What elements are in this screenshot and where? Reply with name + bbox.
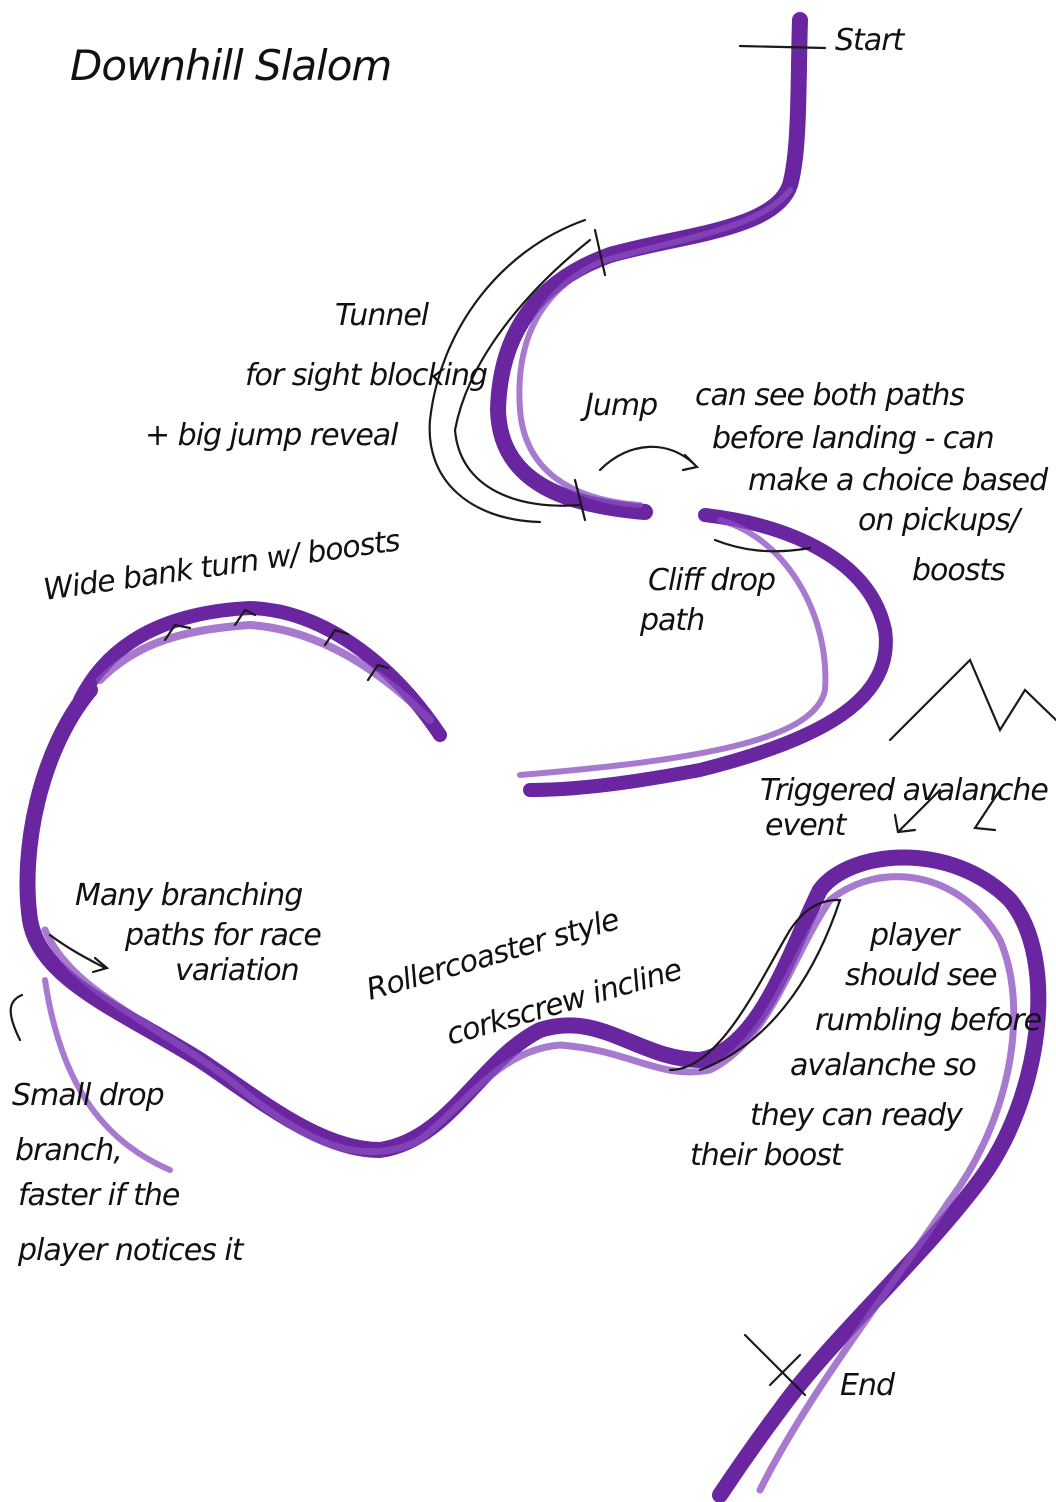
avalanche-note-1: Triggered avalanche: [760, 773, 1048, 808]
bank-note: Wide bank turn w/ boosts: [41, 523, 402, 608]
branching-note-1: Many branching: [75, 878, 302, 913]
choice-note-2: before landing - can: [712, 421, 994, 456]
branching-note-2: paths for race: [124, 918, 321, 953]
end-marker: [743, 1333, 807, 1397]
start-line: [738, 44, 827, 50]
branching-note-3: variation: [175, 953, 299, 988]
corkscrew-outline: [668, 898, 842, 1072]
track-upper-shadow: [516, 187, 793, 508]
track-upper: [490, 12, 808, 520]
choice-note-1: can see both paths: [695, 378, 964, 413]
rumbling-note-1: player: [869, 918, 961, 953]
choice-note-4: on pickups/: [858, 503, 1023, 538]
branching-arrow: [48, 933, 110, 974]
tunnel-outline: [428, 218, 607, 524]
rumbling-note-2: should see: [845, 958, 997, 993]
track-small-drop: [42, 977, 173, 1173]
track-cliff-branch: [517, 517, 829, 778]
track-bank-turn: [73, 601, 447, 742]
avalanche-note-2: event: [765, 808, 848, 843]
rumbling-note-6: their boost: [690, 1138, 844, 1173]
small-drop-note-3: faster if the: [18, 1178, 180, 1213]
tunnel-note-3: + big jump reveal: [145, 418, 399, 453]
small-drop-arrow: [9, 993, 24, 1042]
track-landing: [523, 508, 893, 797]
choice-note-3: make a choice based: [748, 463, 1049, 498]
end-label: End: [840, 1368, 896, 1403]
start-label: Start: [835, 23, 906, 58]
cliff-note-1: Cliff drop: [648, 563, 775, 598]
rumbling-note-4: avalanche so: [790, 1048, 976, 1083]
diagram-title: Downhill Slalom: [70, 41, 391, 90]
tunnel-note-2: for sight blocking: [245, 358, 487, 393]
jump-label: Jump: [580, 388, 657, 423]
choice-note-5: boosts: [912, 553, 1005, 588]
track-bank-shadow: [96, 621, 434, 724]
mountain-icon: [888, 658, 1056, 742]
small-drop-note-4: player notices it: [17, 1233, 245, 1268]
track-lower: [19, 682, 1047, 1502]
small-drop-note-1: Small drop: [12, 1078, 164, 1113]
cliff-note-2: path: [639, 603, 704, 638]
rumbling-note-5: they can ready: [750, 1098, 964, 1133]
jump-arrow: [598, 445, 700, 472]
tunnel-note-1: Tunnel: [335, 298, 430, 333]
cliff-pointer: [713, 538, 812, 553]
bank-boost-chevrons: [163, 608, 390, 682]
rumbling-note-3: rumbling before: [815, 1003, 1042, 1038]
small-drop-note-2: branch,: [15, 1133, 122, 1168]
avalanche-arrows: [893, 788, 1002, 834]
